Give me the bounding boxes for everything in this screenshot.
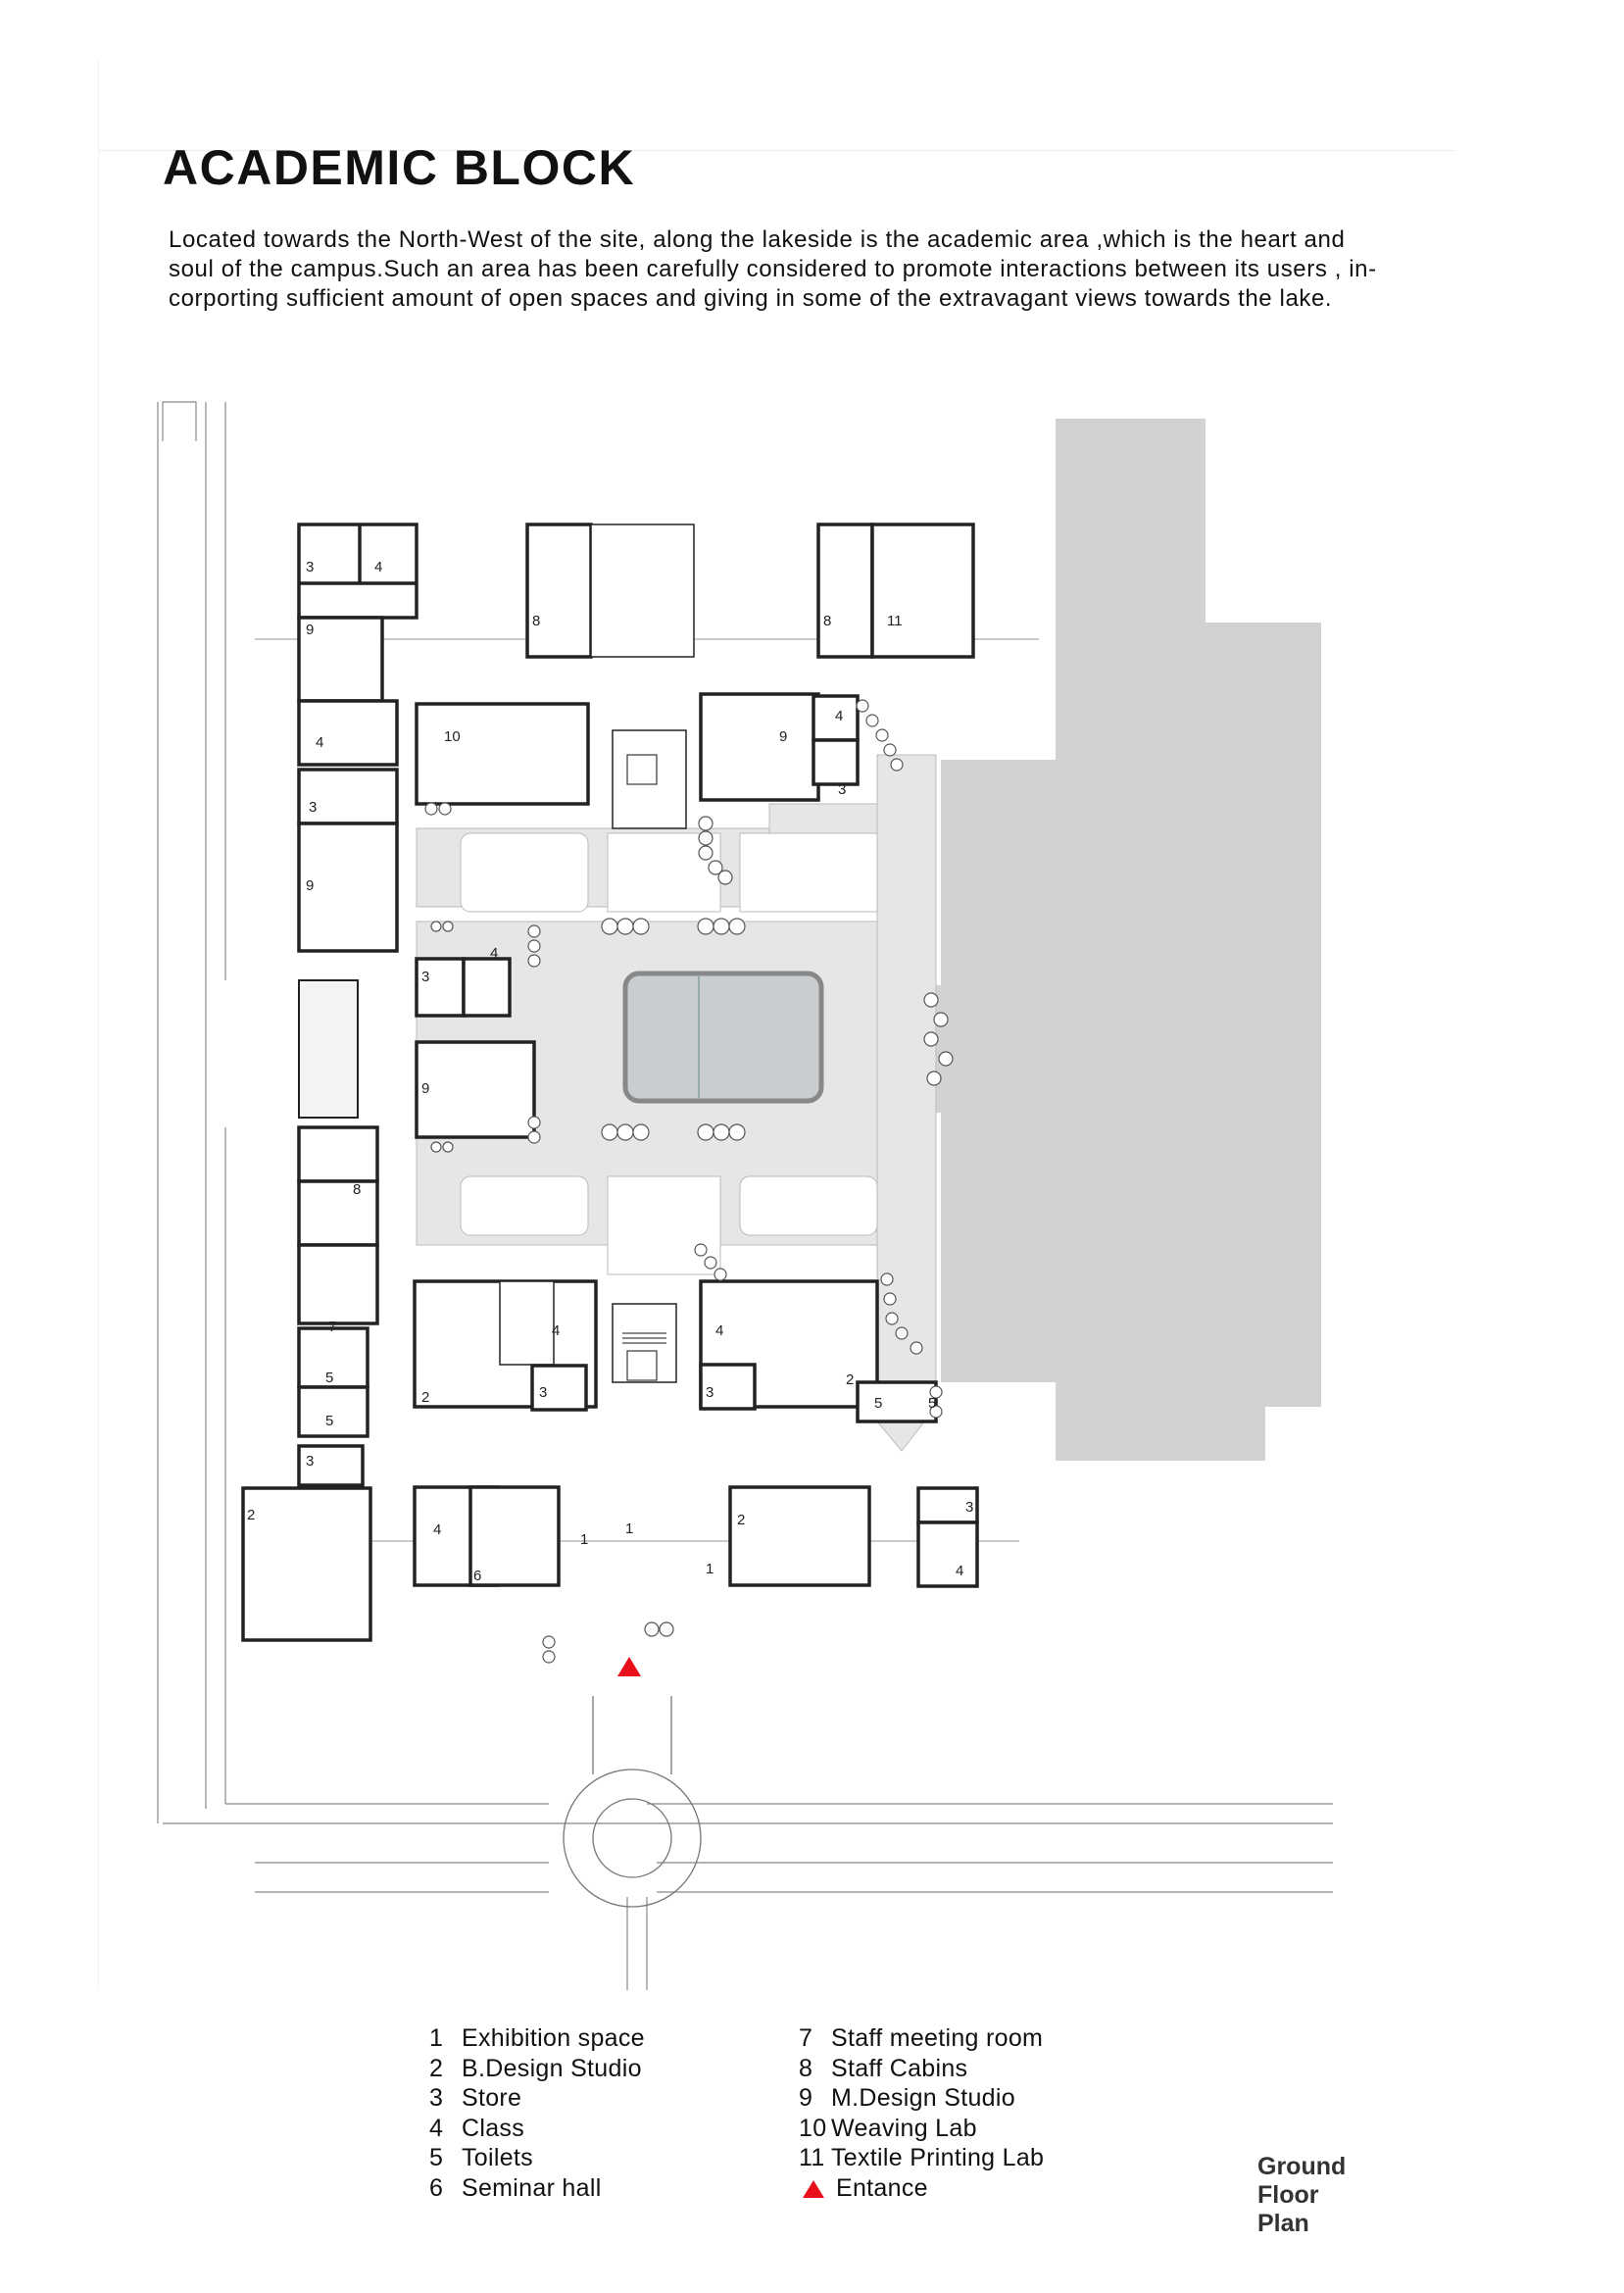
svg-text:3: 3: [838, 781, 846, 798]
svg-text:5: 5: [874, 1395, 882, 1412]
page-margin-line: [98, 59, 99, 1990]
svg-text:4: 4: [316, 734, 323, 751]
svg-text:9: 9: [306, 622, 314, 638]
svg-text:9: 9: [421, 1080, 429, 1097]
svg-text:1: 1: [580, 1531, 588, 1548]
roundabout: [563, 1696, 702, 1908]
central-pool: [622, 971, 824, 1104]
svg-text:4: 4: [715, 1322, 723, 1339]
intro-line: Located towards the North-West of the si…: [169, 226, 1346, 253]
entrance-triangle-icon: [803, 2179, 824, 2198]
svg-text:4: 4: [490, 945, 498, 962]
svg-text:7: 7: [328, 1319, 336, 1335]
svg-text:5: 5: [928, 1395, 936, 1412]
plan-caption: Ground Floor Plan: [1257, 2153, 1347, 2237]
svg-text:9: 9: [306, 877, 314, 894]
intro-line: corporting sufficient amount of open spa…: [169, 285, 1333, 312]
svg-text:8: 8: [823, 613, 831, 629]
lawns: [460, 832, 878, 1275]
buildings: [241, 523, 979, 1642]
svg-text:1: 1: [625, 1520, 633, 1537]
svg-text:3: 3: [965, 1499, 973, 1516]
svg-text:3: 3: [309, 799, 317, 816]
svg-text:10: 10: [444, 728, 461, 745]
svg-text:4: 4: [552, 1322, 560, 1339]
svg-text:5: 5: [325, 1370, 333, 1386]
svg-text:2: 2: [846, 1371, 854, 1388]
svg-text:4: 4: [433, 1521, 441, 1538]
svg-text:1: 1: [706, 1561, 714, 1577]
svg-text:3: 3: [539, 1384, 547, 1401]
svg-text:2: 2: [247, 1507, 255, 1523]
legend-entrance: Entance: [799, 2173, 1044, 2204]
svg-text:5: 5: [325, 1413, 333, 1429]
stairs: [622, 754, 666, 1381]
site-lines: [157, 401, 1333, 1990]
page-title: ACADEMIC BLOCK: [163, 140, 636, 195]
header-rule: [98, 150, 1455, 151]
svg-text:4: 4: [956, 1563, 963, 1579]
svg-text:8: 8: [532, 613, 540, 629]
svg-text:3: 3: [706, 1384, 714, 1401]
lake: [882, 419, 1321, 1461]
trees: [424, 699, 954, 1664]
intro-paragraph: Located towards the North-West of the si…: [169, 225, 1472, 314]
svg-text:3: 3: [306, 1453, 314, 1470]
svg-text:4: 4: [374, 559, 382, 575]
svg-text:2: 2: [737, 1512, 745, 1528]
svg-text:2: 2: [421, 1389, 429, 1406]
svg-text:3: 3: [421, 969, 429, 985]
svg-text:3: 3: [306, 559, 314, 575]
intro-line: soul of the campus.Such an area has been…: [169, 256, 1377, 282]
svg-text:8: 8: [353, 1181, 361, 1198]
svg-text:6: 6: [473, 1568, 481, 1584]
svg-text:11: 11: [887, 613, 903, 629]
entrance-marker: [617, 1657, 641, 1676]
svg-text:4: 4: [835, 708, 843, 724]
svg-text:9: 9: [779, 728, 787, 745]
